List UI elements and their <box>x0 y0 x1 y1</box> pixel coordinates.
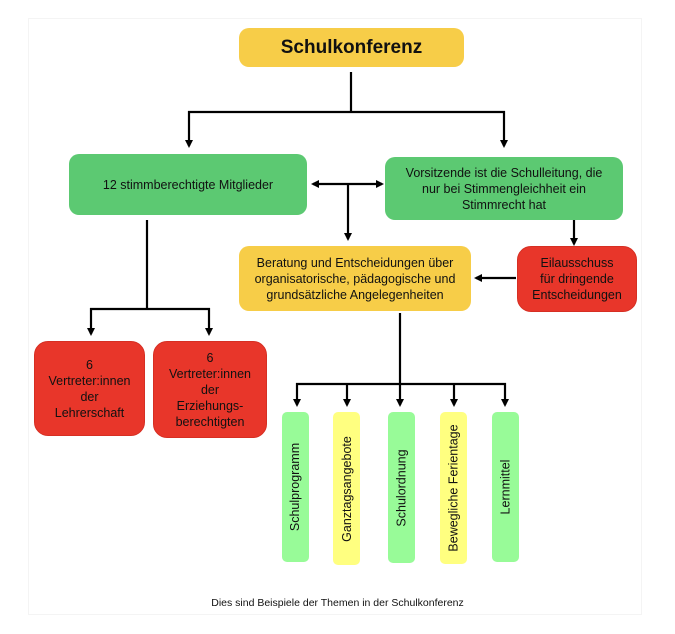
caption: Dies sind Beispiele der Themen in der Sc… <box>211 597 464 609</box>
parents-line: der <box>200 382 220 397</box>
topic-label: Schulprogramm <box>288 442 303 532</box>
decisions-text: Beratung und Entscheidungen über organis… <box>254 255 456 302</box>
teachers-box: 6 Vertreter:innen der Lehrerschaft <box>34 341 145 436</box>
parents-box: 6 Vertreter:innen der Erziehungs- berech… <box>153 341 267 438</box>
members-box: 12 stimmberechtigte Mitglieder <box>69 154 307 215</box>
chair-text: Vorsitzende ist die Schulleitung, die nu… <box>405 165 603 212</box>
chair-box: Vorsitzende ist die Schulleitung, die nu… <box>385 157 623 220</box>
members-text: 12 stimmberechtigte Mitglieder <box>102 177 274 192</box>
topic-label: Schulordnung <box>394 448 409 527</box>
topic-bar: Schulprogramm <box>282 412 309 562</box>
topic-bar: Ganztagsangebote <box>333 412 360 565</box>
urgent-committee-box: Eilausschuss für dringende Entscheidunge… <box>517 246 637 312</box>
topic-bar: Bewegliche Ferientage <box>440 412 467 564</box>
decisions-box: Beratung und Entscheidungen über organis… <box>239 246 471 311</box>
urgent-committee-text: Eilausschuss für dringende Entscheidunge… <box>532 256 622 302</box>
teachers-line: 6 <box>86 357 93 372</box>
teachers-line: der <box>80 389 99 404</box>
parents-line: Vertreter:innen <box>169 366 251 381</box>
parents-line: berechtigten <box>175 414 245 429</box>
teachers-line: Vertreter:innen <box>48 373 131 388</box>
parents-line: Erziehungs- <box>176 398 244 413</box>
topic-bar: Schulordnung <box>388 412 415 563</box>
topic-label: Ganztagsangebote <box>339 435 354 542</box>
title-text: Schulkonferenz <box>280 36 423 58</box>
title-box: Schulkonferenz <box>239 28 464 67</box>
topic-bar: Lernmittel <box>492 412 519 562</box>
topic-label: Lernmittel <box>498 459 513 515</box>
teachers-line: Lehrerschaft <box>54 405 125 420</box>
topic-label: Bewegliche Ferientage <box>446 424 461 552</box>
parents-line: 6 <box>206 350 214 365</box>
